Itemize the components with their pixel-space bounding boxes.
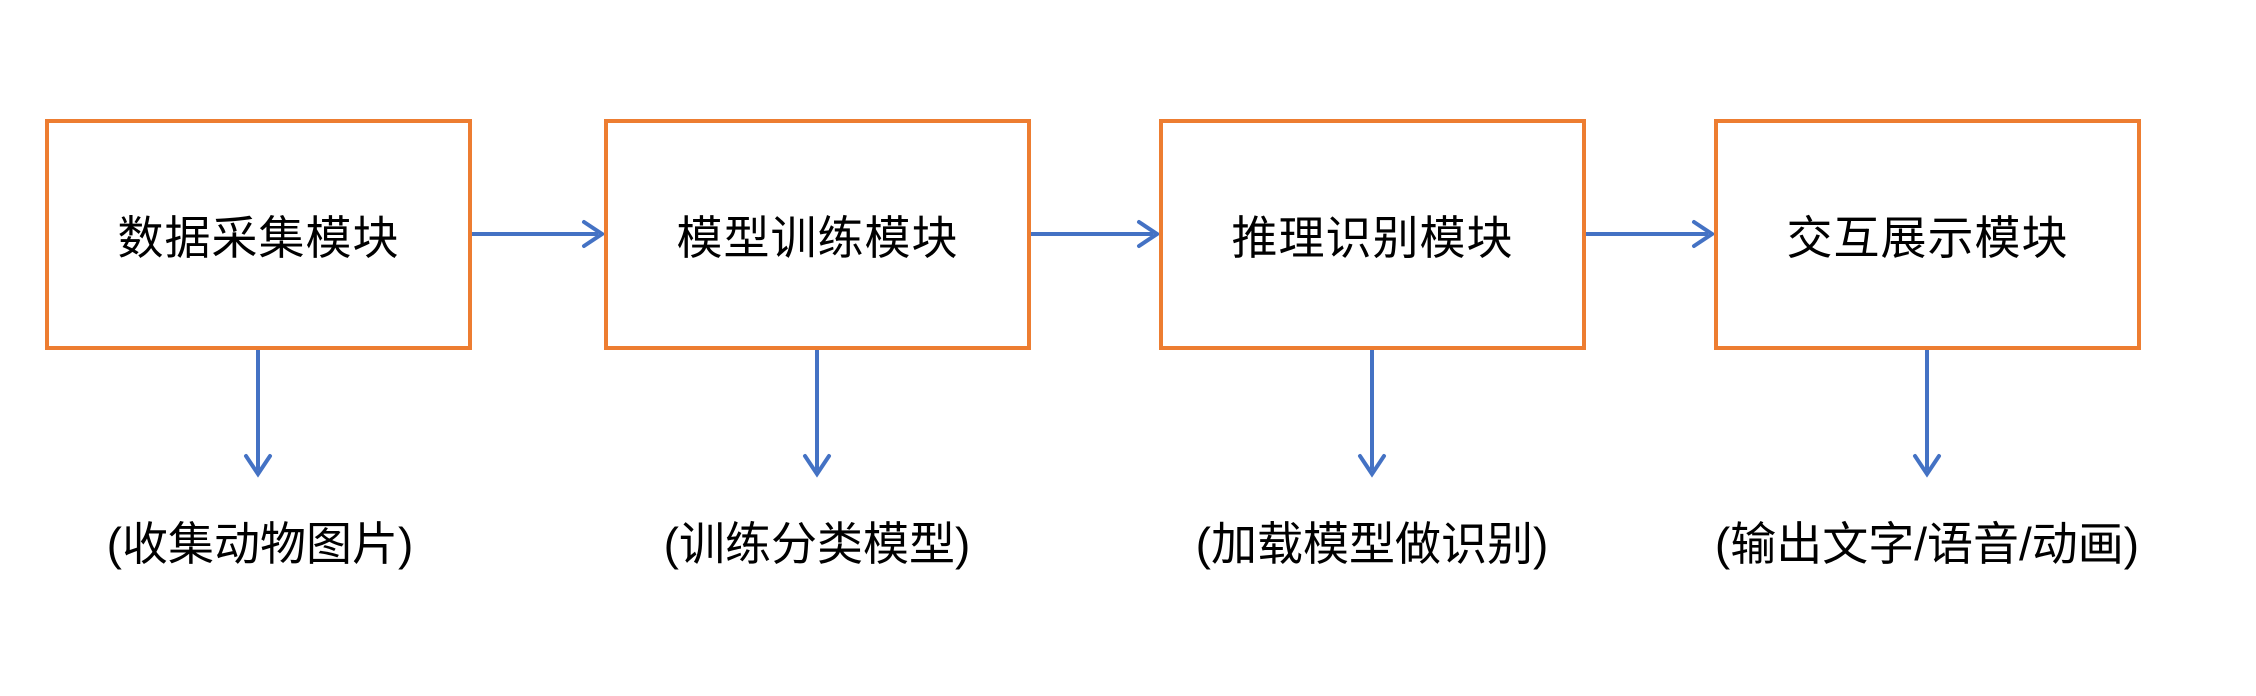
module-caption: (加载模型做识别) [1195, 518, 1549, 570]
arrow-head [803, 454, 831, 478]
module-box-data-collection: 数据采集模块 [45, 119, 472, 350]
module-label: 模型训练模块 [676, 211, 959, 264]
arrow-head [1358, 454, 1386, 478]
arrow-right-icon [1031, 220, 1159, 248]
arrow-down-icon [1358, 350, 1386, 478]
module-label: 交互展示模块 [1786, 211, 2069, 264]
module-caption: (训练分类模型) [663, 518, 971, 570]
arrow-head [1137, 220, 1159, 248]
arrow-head [1692, 220, 1714, 248]
module-box-model-training: 模型训练模块 [604, 119, 1031, 350]
module-box-interactive-display: 交互展示模块 [1714, 119, 2141, 350]
arrow-down-icon [803, 350, 831, 478]
arrow-head [244, 454, 272, 478]
arrow-head [582, 220, 604, 248]
arrow-head [1913, 454, 1941, 478]
arrow-right-icon [1586, 220, 1714, 248]
arrow-down-icon [244, 350, 272, 478]
module-label: 数据采集模块 [117, 211, 400, 264]
module-caption: (输出文字/语音/动画) [1714, 518, 2140, 570]
module-label: 推理识别模块 [1231, 211, 1514, 264]
arrow-down-icon [1913, 350, 1941, 478]
module-box-inference-recognition: 推理识别模块 [1159, 119, 1586, 350]
module-caption: (收集动物图片) [106, 518, 414, 570]
arrow-right-icon [472, 220, 604, 248]
